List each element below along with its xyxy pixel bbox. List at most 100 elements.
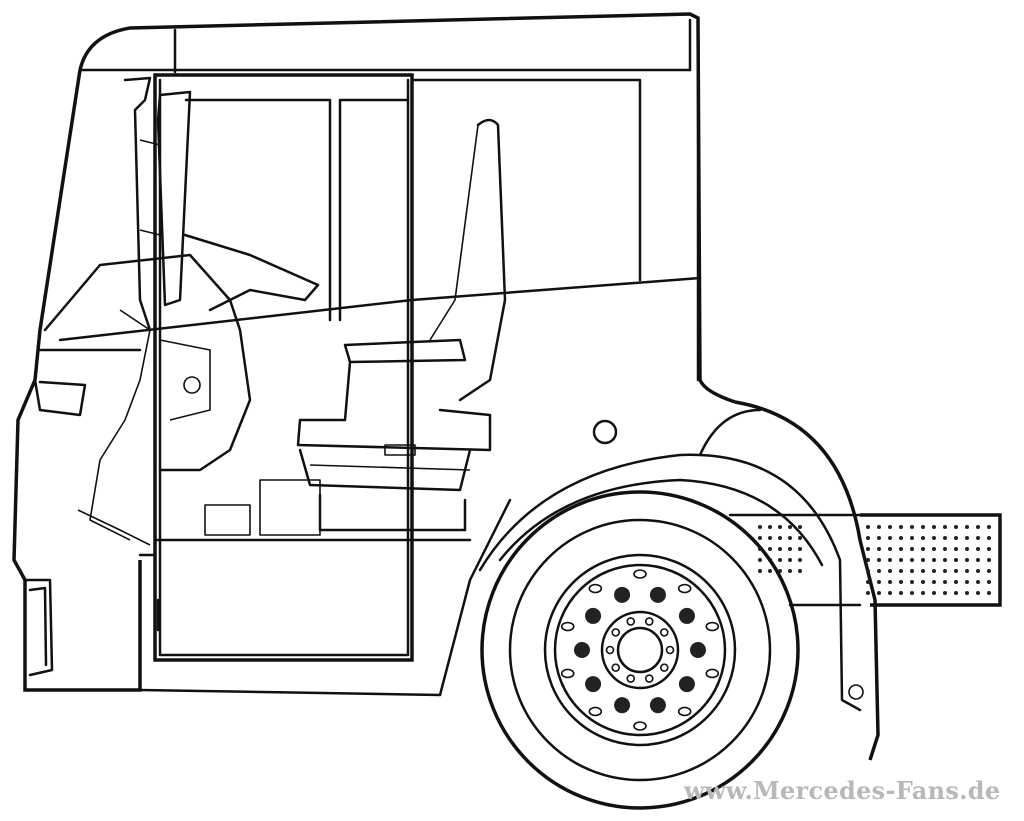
lug-nut — [649, 586, 666, 603]
rail-hole — [910, 525, 914, 529]
rail-hole — [888, 591, 892, 595]
rail-hole — [987, 580, 991, 584]
vent-hole — [677, 706, 692, 717]
rail-hole — [954, 569, 958, 573]
seat — [296, 118, 507, 532]
fender — [478, 400, 880, 761]
rail-hole — [888, 580, 892, 584]
rail-hole — [899, 525, 903, 529]
rail-hole — [778, 525, 782, 529]
hub-stud — [659, 663, 669, 672]
lug-nut — [585, 676, 602, 693]
rail-hole — [987, 525, 991, 529]
rail-hole — [778, 558, 782, 562]
rail-hole — [943, 580, 947, 584]
cab-outline — [12, 12, 736, 697]
rail-hole — [987, 569, 991, 573]
rail-hole — [798, 536, 802, 540]
rail-hole — [899, 569, 903, 573]
rail-hole — [976, 547, 980, 551]
rail-hole — [954, 547, 958, 551]
rail-hole — [788, 558, 792, 562]
rail-hole — [921, 536, 925, 540]
lug-nut — [574, 642, 590, 658]
rail-hole — [768, 536, 772, 540]
rail-hole — [921, 591, 925, 595]
hub-stud — [644, 674, 654, 683]
front-wheel — [480, 490, 800, 810]
rail-hole — [976, 525, 980, 529]
rail-hole — [921, 580, 925, 584]
rail-hole — [888, 558, 892, 562]
lug-nut — [585, 607, 602, 624]
hub-stud — [665, 645, 675, 655]
vent-hole — [677, 583, 692, 594]
rail-hole — [965, 569, 969, 573]
rail-hole — [877, 525, 881, 529]
rail-hole — [798, 569, 802, 573]
rail-hole — [866, 558, 870, 562]
hub-stud — [611, 663, 621, 672]
rail-hole — [987, 547, 991, 551]
vent-hole — [588, 583, 603, 594]
rail-hole — [954, 558, 958, 562]
rail-hole — [987, 591, 991, 595]
rail-hole — [965, 536, 969, 540]
rail-hole — [987, 558, 991, 562]
rail-hole — [921, 547, 925, 551]
rail-hole — [899, 580, 903, 584]
rail-hole — [943, 547, 947, 551]
rail-hole — [965, 547, 969, 551]
rail-hole — [943, 558, 947, 562]
rail-hole — [866, 525, 870, 529]
vent-hole — [588, 706, 603, 717]
rail-hole — [932, 580, 936, 584]
hub-stud — [644, 617, 654, 626]
rail-hole — [866, 569, 870, 573]
rail-hole — [954, 580, 958, 584]
rail-hole — [976, 558, 980, 562]
rail-hole — [758, 525, 762, 529]
rail-hole — [788, 547, 792, 551]
rail-hole — [768, 547, 772, 551]
rail-hole — [932, 558, 936, 562]
rail-hole — [910, 536, 914, 540]
hub-stud — [626, 617, 636, 626]
rail-hole — [954, 536, 958, 540]
vent-hole — [560, 621, 575, 632]
rail-hole — [778, 547, 782, 551]
rail-hole — [943, 536, 947, 540]
watermark-text: www.Mercedes-Fans.de — [684, 776, 1001, 805]
rail-hole — [877, 591, 881, 595]
hub-stud — [659, 628, 669, 637]
rail-hole — [954, 525, 958, 529]
rail-hole — [965, 558, 969, 562]
lug-nut — [678, 607, 695, 624]
rail-hole — [921, 525, 925, 529]
rail-hole — [921, 558, 925, 562]
rail-hole — [943, 525, 947, 529]
vent-hole — [560, 668, 575, 679]
rail-hole — [910, 591, 914, 595]
rail-hole — [976, 569, 980, 573]
rail-hole — [888, 569, 892, 573]
vent-hole — [633, 721, 647, 731]
lug-nut — [649, 697, 666, 714]
rail-hole — [987, 536, 991, 540]
rail-hole — [910, 569, 914, 573]
rail-hole — [932, 569, 936, 573]
rail-hole — [866, 580, 870, 584]
rail-hole — [976, 536, 980, 540]
rail-hole — [954, 591, 958, 595]
rail-hole — [758, 536, 762, 540]
lug-nut — [614, 697, 631, 714]
rail-hole — [888, 547, 892, 551]
dashboard — [43, 233, 321, 546]
vent-hole — [633, 569, 647, 579]
rail-hole — [798, 525, 802, 529]
rail-hole — [943, 569, 947, 573]
rail-hole — [877, 536, 881, 540]
rail-hole — [910, 580, 914, 584]
rail-hole — [788, 569, 792, 573]
